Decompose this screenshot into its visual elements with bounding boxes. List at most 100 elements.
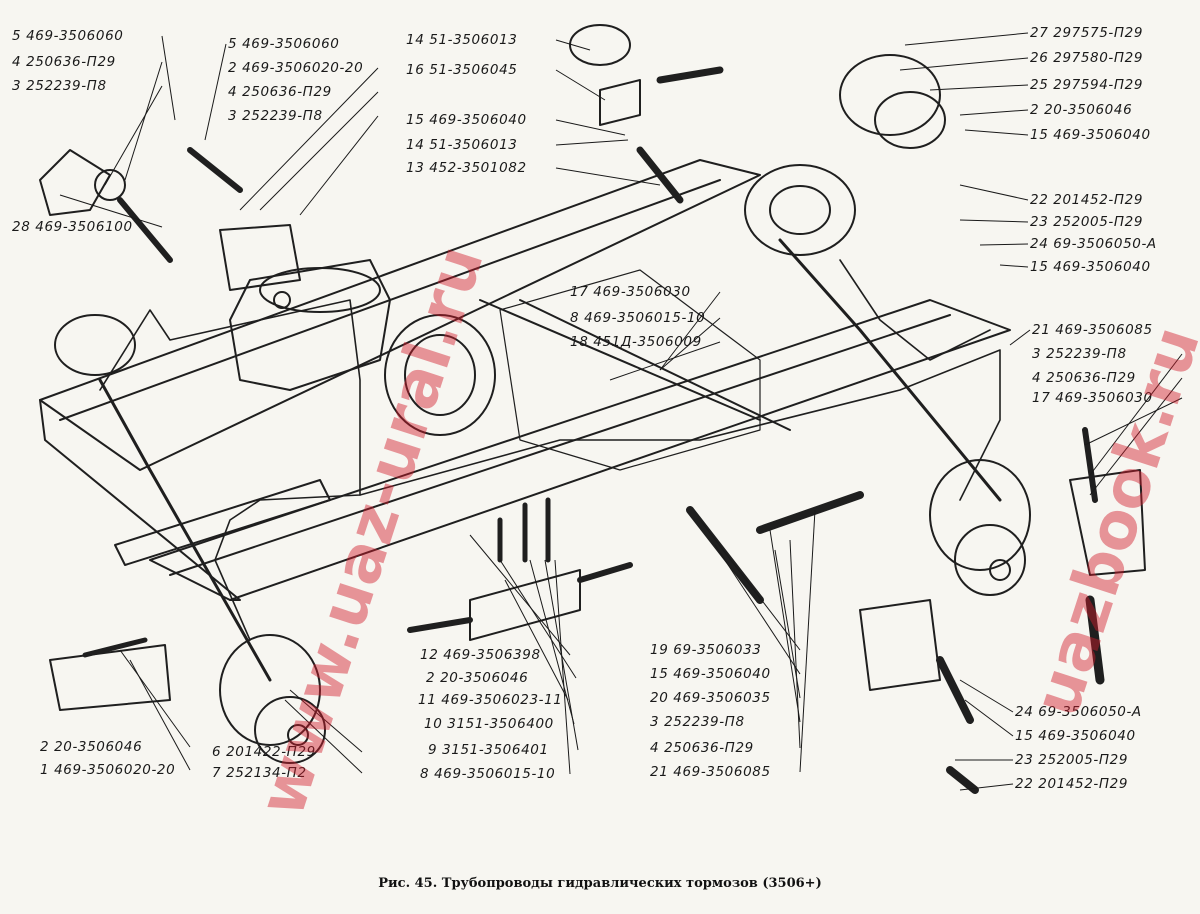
- callout-label: 4 250636-П29: [650, 740, 754, 756]
- leader-line: [129, 659, 191, 771]
- callout-label: 23 252005-П29: [1015, 752, 1129, 768]
- figure-caption: Рис. 45. Трубопроводы гидравлических тор…: [378, 876, 822, 891]
- callout-label: 5 469-3506060: [12, 28, 124, 44]
- callout-label: 20 469-3506035: [650, 690, 771, 706]
- hose-tl2: [187, 147, 243, 193]
- callout-label: 24 69-3506050-А: [1015, 704, 1142, 720]
- callout-label: 9 3151-3506401: [428, 742, 549, 758]
- front-right-hub-center: [287, 724, 309, 746]
- leader-line: [555, 119, 626, 136]
- fitting-bolt: [656, 66, 724, 84]
- callout-label: 10 3151-3506400: [424, 716, 554, 732]
- leader-line: [529, 559, 575, 725]
- fitting-block: [599, 79, 641, 126]
- brake-drum-tr: [839, 54, 941, 136]
- reservoir-cap: [259, 267, 381, 313]
- leader-line: [659, 291, 721, 371]
- bracket-tl: [219, 224, 301, 291]
- frame-front-crossmember: [39, 399, 241, 601]
- bottom-right-union: [946, 766, 979, 794]
- leader-line: [789, 539, 801, 749]
- leader-line: [284, 699, 363, 774]
- rear-axle-housing: [744, 164, 856, 256]
- leader-line: [555, 167, 661, 186]
- frame-left-rail: [39, 159, 761, 471]
- callout-label: 22 201452-П29: [1015, 776, 1129, 792]
- callout-label: 7 252134-П2: [212, 765, 307, 781]
- callout-label: 21 469-3506085: [1032, 322, 1153, 338]
- frame-right-rail: [149, 299, 1011, 601]
- fitting-pipe-nut: [636, 146, 684, 204]
- distribution-studs: [497, 497, 551, 563]
- leader-line: [104, 85, 163, 186]
- master-cylinder-reservoir: [229, 259, 391, 391]
- callout-label: 15 469-3506040: [1030, 127, 1151, 143]
- main-brake-line: [359, 349, 1001, 501]
- leader-line: [699, 519, 801, 651]
- distribution-inlet: [407, 617, 473, 633]
- front-brake-line: [99, 299, 361, 641]
- leader-line: [499, 559, 577, 679]
- leader-line: [1084, 397, 1183, 446]
- leader-line: [239, 67, 379, 211]
- callout-label: 15 469-3506040: [650, 666, 771, 682]
- leader-line: [504, 579, 569, 701]
- leader-line: [979, 243, 1029, 246]
- callout-label: 8 469-3506015-10: [420, 766, 556, 782]
- leader-line: [959, 219, 1029, 223]
- callout-label: 27 297575-П29: [1030, 25, 1144, 41]
- leader-line: [161, 35, 176, 121]
- callout-label: 23 252005-П29: [1030, 214, 1144, 230]
- leader-line: [714, 544, 801, 675]
- leader-line: [769, 529, 801, 723]
- callout-label: 24 69-3506050-А: [1030, 236, 1157, 252]
- front-right-drum: [219, 634, 321, 746]
- leader-line: [59, 194, 163, 228]
- bl-bracket: [49, 644, 171, 711]
- front-right-hub: [254, 696, 326, 764]
- fitting-stack-top: [569, 24, 631, 66]
- fuel-tank: [499, 269, 761, 471]
- callout-label: 4 250636-П29: [228, 84, 332, 100]
- callout-label: 18 451Д-3506009: [570, 334, 702, 350]
- callout-label: 3 252239-П8: [1032, 346, 1127, 362]
- leader-line: [1089, 353, 1183, 476]
- callout-label: 16 51-3506045: [406, 62, 518, 78]
- leader-line: [469, 534, 571, 656]
- callout-label: 17 469-3506030: [570, 284, 691, 300]
- callout-label: 3 252239-П8: [650, 714, 745, 730]
- callout-label: 12 469-3506398: [420, 647, 541, 663]
- callout-label: 3 252239-П8: [228, 108, 323, 124]
- callout-label: 14 51-3506013: [406, 137, 518, 153]
- callout-label: 14 51-3506013: [406, 32, 518, 48]
- callout-label: 5 469-3506060: [228, 36, 340, 52]
- callout-label: 11 469-3506023-11: [418, 692, 563, 708]
- leader-line: [554, 559, 571, 775]
- leader-line: [799, 509, 816, 773]
- leader-line: [959, 679, 1014, 713]
- brake-booster-inner: [404, 334, 476, 416]
- callout-label: 4 250636-П29: [12, 54, 116, 70]
- reservoir-filler: [273, 291, 291, 309]
- right-hose: [1085, 595, 1105, 685]
- callout-label: 22 201452-П29: [1030, 192, 1144, 208]
- frame-crossmember-2: [479, 299, 761, 421]
- leader-line: [659, 317, 721, 371]
- leader-line: [289, 689, 363, 753]
- rear-right-hub-center: [989, 559, 1011, 581]
- brake-booster: [384, 314, 496, 436]
- callout-label: 19 69-3506033: [650, 642, 762, 658]
- bc-hose-2: [756, 491, 864, 534]
- frame-right-rail-inner: [169, 314, 951, 576]
- leader-line: [1009, 329, 1031, 346]
- leader-line: [555, 69, 606, 101]
- callout-label: 6 201422-П29: [212, 744, 316, 760]
- leader-line: [259, 91, 379, 211]
- frame-crossmember-1: [114, 479, 331, 566]
- callout-label: 4 250636-П29: [1032, 370, 1136, 386]
- leader-line: [204, 43, 227, 141]
- right-bracket: [1069, 469, 1146, 576]
- leader-line: [964, 699, 1014, 737]
- callout-label: 3 252239-П8: [12, 78, 107, 94]
